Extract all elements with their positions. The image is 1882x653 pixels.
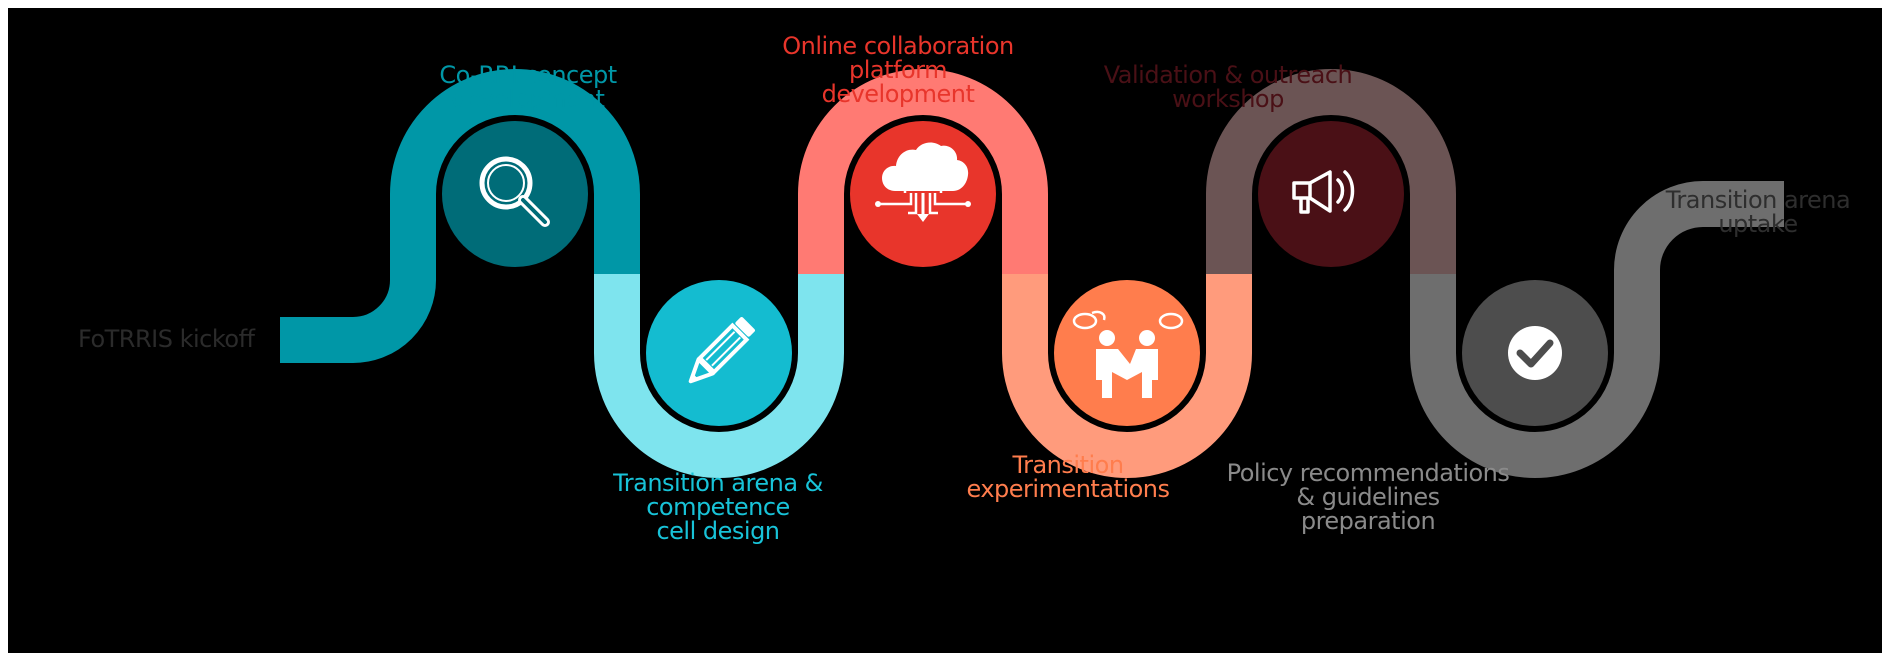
stage-label-platform: Online collaboration platform developmen…	[782, 32, 1014, 108]
megaphone-icon	[1292, 170, 1355, 214]
stage-label-co-rri: Co-RRI concept development	[439, 61, 617, 113]
milestone-circle-transition-arena	[646, 280, 792, 426]
stage-label-uptake: Transition arena uptake	[1665, 186, 1851, 238]
path-segment-mauve	[1206, 69, 1456, 274]
path-segment-salmon	[798, 69, 1048, 274]
cloud-network-icon	[875, 142, 971, 222]
stage-label-experimentations: Transition experimentations	[966, 451, 1170, 503]
stage-label-validation: Validation & outreach workshop	[1103, 61, 1353, 113]
magnifier-icon	[479, 156, 550, 227]
pencil-icon	[688, 317, 755, 384]
stage-label-transition-arena: Transition arena & competence cell desig…	[613, 469, 823, 545]
roadmap-path	[280, 69, 1784, 478]
path-segment-gray	[1410, 181, 1784, 478]
handshake-icon	[1072, 310, 1184, 398]
checkmark-icon	[1508, 326, 1562, 380]
path-segment-teal	[280, 69, 640, 363]
stage-label-policy: Policy recommendations & guidelines prep…	[1226, 459, 1510, 535]
milestone-circle-co-rri	[442, 121, 588, 267]
path-segment-orange	[1002, 274, 1252, 478]
stage-label-kickoff: FoTRRIS kickoff	[78, 325, 255, 353]
path-segment-cyan	[594, 274, 844, 478]
milestone-circle-experimentations	[1054, 280, 1200, 426]
roadmap-diagram: FoTRRIS kickoff Co-RRI concept developme…	[8, 8, 1882, 653]
